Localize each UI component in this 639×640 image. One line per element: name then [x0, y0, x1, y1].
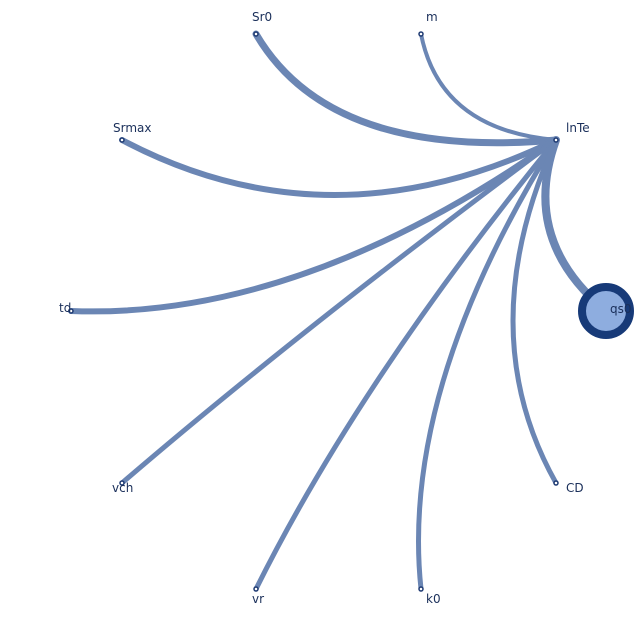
node-m[interactable] — [418, 31, 424, 37]
edge-vr-lnTe — [253, 137, 559, 592]
node-label-lnTe: lnTe — [566, 121, 590, 135]
node-label-qs0: qs0 — [610, 302, 632, 316]
edge-k0-lnTe — [416, 137, 559, 592]
edge-Sr0-lnTe — [252, 30, 560, 147]
node-CD[interactable] — [553, 480, 559, 486]
edge-vch-lnTe — [119, 137, 559, 486]
edges-layer — [68, 30, 610, 592]
node-label-td: td — [59, 301, 71, 315]
node-k0[interactable] — [418, 586, 424, 592]
node-vch[interactable] — [119, 480, 125, 486]
node-Sr0[interactable] — [253, 31, 259, 37]
node-label-m: m — [426, 10, 438, 24]
node-label-vr: vr — [252, 592, 264, 606]
node-lnTe[interactable] — [553, 137, 559, 143]
node-label-CD: CD — [566, 481, 584, 495]
node-label-vch: vch — [112, 481, 133, 495]
node-Srmax[interactable] — [119, 137, 125, 143]
node-label-Srmax: Srmax — [113, 121, 151, 135]
node-td[interactable] — [68, 308, 74, 314]
node-qs0[interactable] — [578, 283, 634, 339]
edge-m-lnTe — [419, 32, 558, 142]
node-label-Sr0: Sr0 — [252, 10, 272, 24]
edge-CD-lnTe — [510, 137, 559, 486]
node-label-k0: k0 — [426, 592, 441, 606]
edge-Srmax-lnTe — [119, 137, 559, 198]
node-vr[interactable] — [253, 586, 259, 592]
nodes-layer — [68, 31, 634, 592]
labels-layer: Sr0 m lnTe Srmax td qs0 vch CD vr k0 — [59, 10, 632, 606]
edge-td-lnTe — [68, 137, 559, 315]
